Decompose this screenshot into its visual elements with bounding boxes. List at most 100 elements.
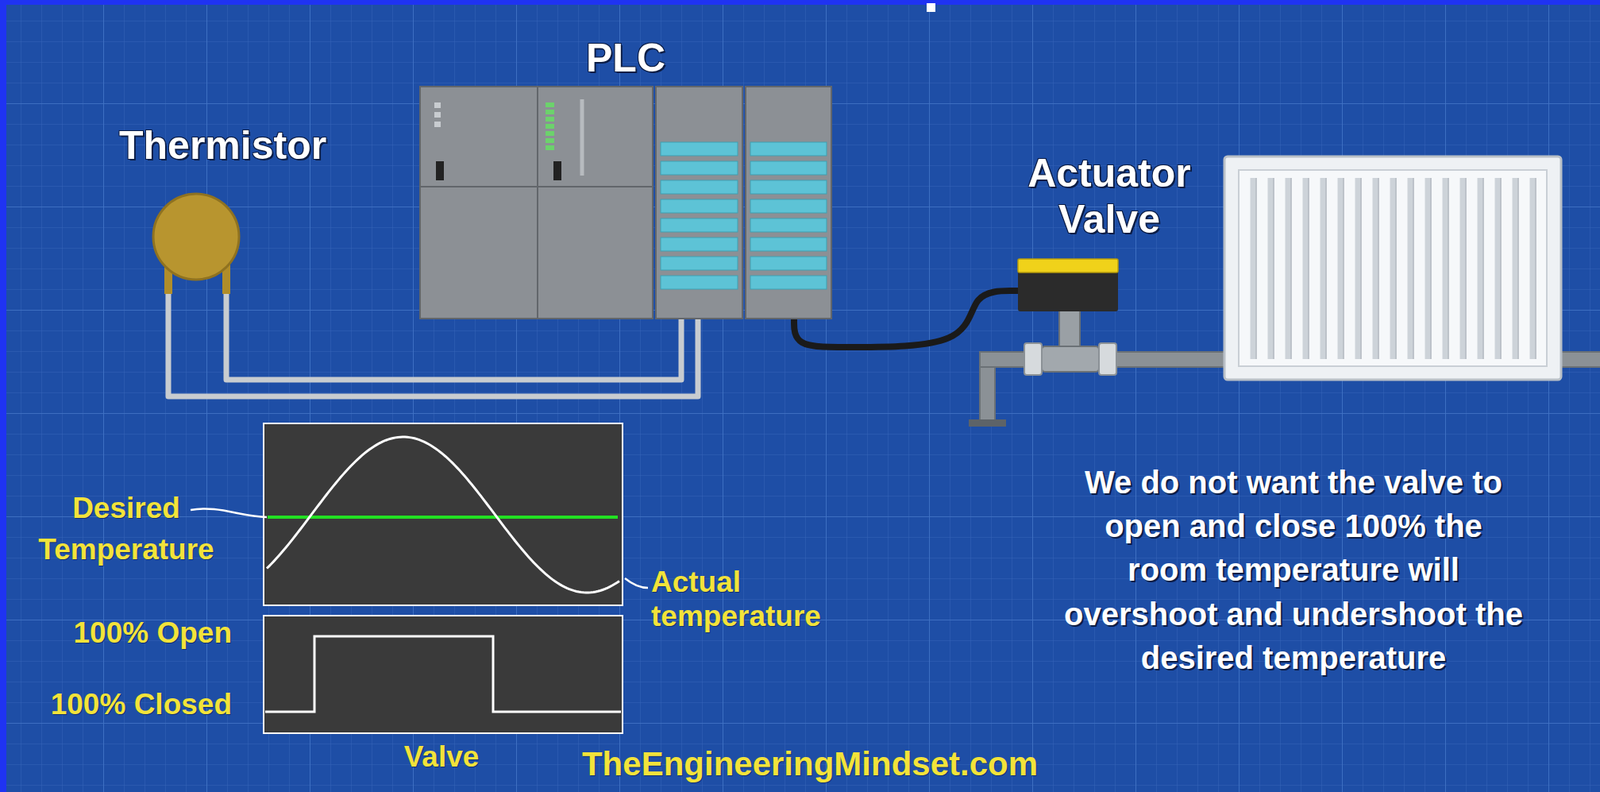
plc-module bbox=[655, 86, 743, 319]
setpoint-line bbox=[267, 515, 618, 519]
plc-module-split bbox=[537, 185, 653, 188]
axis-label: 100% Open bbox=[23, 616, 232, 651]
radiator bbox=[1224, 156, 1562, 380]
actuator-cap bbox=[1017, 258, 1119, 273]
plc-io-slot bbox=[750, 256, 827, 270]
plc-led bbox=[545, 116, 555, 122]
radiator-fin bbox=[1460, 177, 1466, 359]
temperature-chart bbox=[263, 423, 623, 606]
axis-label: 100% Closed bbox=[7, 687, 232, 722]
plc-led bbox=[545, 145, 555, 151]
plc-indicator bbox=[434, 102, 441, 108]
radiator-panel bbox=[1238, 169, 1547, 367]
radiator-fin bbox=[1530, 177, 1536, 359]
radiator-fin bbox=[1303, 177, 1309, 359]
radiator-fin-edge bbox=[1465, 177, 1467, 359]
plc-io-slot bbox=[660, 180, 738, 194]
plc-indicator bbox=[434, 121, 441, 128]
chart-title: Valve bbox=[362, 740, 521, 775]
radiator-fin bbox=[1285, 177, 1292, 359]
thermistor-disc bbox=[153, 193, 240, 280]
radiator-fin bbox=[1250, 177, 1257, 359]
pipe-foot bbox=[968, 419, 1007, 427]
temperature-curve bbox=[266, 436, 620, 593]
radiator-fin-edge bbox=[1482, 177, 1485, 359]
chart-label: Actual temperature bbox=[651, 565, 850, 633]
actuator-valve-shape bbox=[1017, 258, 1119, 312]
thermistor: Thermistor bbox=[119, 123, 270, 294]
leader-line bbox=[624, 578, 648, 588]
plc-io-slot bbox=[750, 142, 827, 156]
radiator-fin bbox=[1477, 177, 1484, 359]
plc-io-slot bbox=[660, 199, 738, 213]
frame-edge bbox=[0, 0, 7, 792]
radiator-fin-edge bbox=[1430, 177, 1432, 359]
plc-led bbox=[545, 138, 555, 143]
valve-signal bbox=[265, 636, 621, 712]
radiator-fin bbox=[1425, 177, 1431, 359]
plc-io-slot bbox=[750, 237, 827, 251]
watermark: TheEngineeringMindset.com bbox=[524, 744, 1096, 783]
plc-rack-shape bbox=[420, 86, 832, 319]
radiator-fin-edge bbox=[1325, 177, 1327, 359]
plc-io-slot bbox=[750, 199, 827, 213]
thermistor-shape bbox=[119, 192, 270, 294]
plc-module-split bbox=[420, 185, 538, 188]
radiator-fin-edge bbox=[1307, 177, 1310, 359]
plc-io-slot bbox=[660, 237, 738, 251]
radiator-fins bbox=[1253, 177, 1536, 359]
radiator-fin bbox=[1407, 177, 1414, 359]
plc-io-slot bbox=[660, 256, 738, 270]
node-title: PLC bbox=[420, 35, 832, 82]
radiator-fin-edge bbox=[1447, 177, 1450, 359]
plc-module bbox=[537, 86, 653, 319]
radiator-fin bbox=[1512, 177, 1519, 359]
plc-module bbox=[745, 86, 832, 319]
valve-body bbox=[1041, 346, 1099, 372]
radiator-fin-edge bbox=[1342, 177, 1345, 359]
actuator-valve: Actuator Valve bbox=[1017, 150, 1201, 312]
radiator-fin-edge bbox=[1290, 177, 1292, 359]
plc-led bbox=[545, 109, 555, 115]
radiator-fin bbox=[1337, 177, 1344, 359]
plc-io-slot bbox=[660, 275, 738, 290]
radiator-fin bbox=[1390, 177, 1396, 359]
plc-io-slot bbox=[660, 161, 738, 175]
radiator-fin-edge bbox=[1255, 177, 1257, 359]
plc-io-slot bbox=[750, 180, 827, 194]
plc-led bbox=[545, 131, 555, 136]
node-title: Thermistor bbox=[119, 123, 270, 170]
pipe-nut bbox=[1024, 343, 1042, 375]
pipe-nut bbox=[1098, 343, 1117, 375]
radiator-fin-edge bbox=[1499, 177, 1502, 359]
plc-switch bbox=[435, 161, 444, 181]
plc-io-slot bbox=[660, 142, 738, 156]
valve-chart bbox=[263, 615, 623, 733]
pipe bbox=[1559, 351, 1600, 367]
plc-io-slot bbox=[750, 161, 827, 175]
radiator-fin-edge bbox=[1412, 177, 1415, 359]
note-text: We do not want the valve to open and clo… bbox=[1063, 460, 1524, 680]
radiator-fin-edge bbox=[1517, 177, 1520, 359]
radiator-fin-edge bbox=[1377, 177, 1380, 359]
plc-led bbox=[545, 123, 555, 129]
radiator-fin bbox=[1268, 177, 1274, 359]
plc-module bbox=[420, 86, 538, 319]
radiator-fin-edge bbox=[1272, 177, 1275, 359]
radiator-fin-edge bbox=[1534, 177, 1537, 359]
leader-line bbox=[190, 508, 267, 517]
radiator-fin-edge bbox=[1395, 177, 1397, 359]
plc-rack: PLC bbox=[420, 35, 832, 319]
radiator-fin bbox=[1372, 177, 1379, 359]
node-title: Actuator Valve bbox=[1017, 150, 1201, 243]
marker-dot bbox=[926, 3, 936, 12]
plc-io-slot bbox=[750, 218, 827, 232]
plc-led bbox=[545, 102, 555, 108]
chart-label: Desired Temperature bbox=[11, 487, 242, 571]
radiator-fin bbox=[1355, 177, 1361, 359]
plc-io-slot bbox=[750, 275, 827, 290]
radiator-fin bbox=[1495, 177, 1501, 359]
valve-stem bbox=[1059, 309, 1080, 351]
